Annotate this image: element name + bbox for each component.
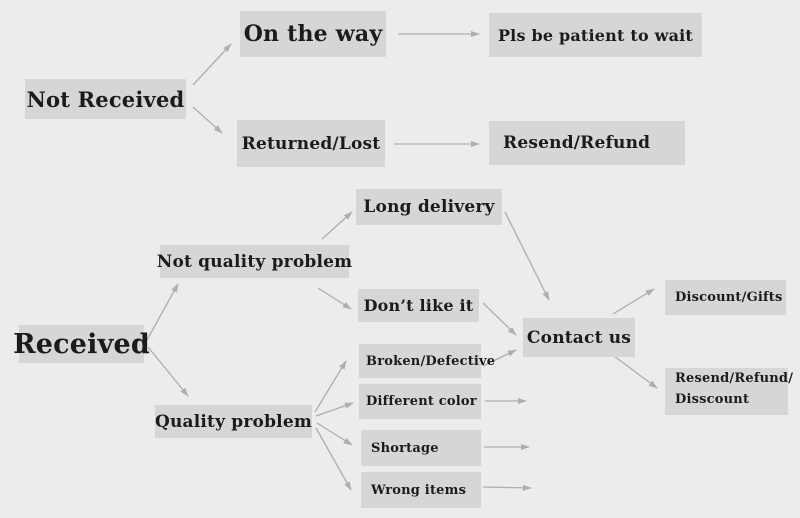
node-quality-problem: Quality problem — [155, 405, 312, 438]
node-contact-us: Contact us — [523, 318, 635, 357]
node-broken-defective: Broken/Defective — [359, 344, 495, 378]
arrow-received-to-not-quality-problem — [146, 283, 179, 341]
arrow-not-received-to-returned-lost — [192, 106, 223, 134]
arrow-broken-defective-to-contact-us — [482, 349, 517, 367]
arrow-quality-problem-to-shortage — [316, 422, 353, 446]
node-discount-gifts: Discount/Gifts — [665, 280, 786, 315]
arrow-contact-us-to-resend-refund-disscount — [613, 355, 658, 389]
node-not-quality-problem: Not quality problem — [157, 245, 352, 278]
node-received: Received — [13, 325, 150, 363]
arrow-not-quality-problem-to-long-delivery — [321, 211, 353, 240]
arrow-long-delivery-to-contact-us — [504, 211, 550, 301]
node-different-color: Different color — [359, 384, 481, 419]
arrow-quality-problem-to-different-color — [315, 402, 354, 417]
node-resend-refund-disscount-line2: Disscount — [675, 392, 750, 407]
node-wrong-items: Wrong items — [361, 472, 481, 508]
arrow-wrong-items-to-contact-us — [482, 484, 532, 491]
arrow-quality-problem-to-wrong-items — [315, 427, 352, 491]
node-long-delivery: Long delivery — [356, 189, 502, 225]
node-resend-refund: Resend/Refund — [489, 121, 685, 165]
arrow-received-to-quality-problem — [147, 346, 189, 397]
arrow-contact-us-to-discount-gifts — [612, 288, 655, 315]
node-on-the-way: On the way — [240, 11, 386, 57]
node-shortage: Shortage — [361, 430, 481, 466]
node-not-received: Not Received — [25, 79, 186, 119]
arrow-not-quality-problem-to-dont-like-it — [317, 287, 352, 310]
arrow-dont-like-it-to-contact-us — [482, 302, 517, 336]
arrow-not-received-to-on-the-way — [192, 43, 232, 86]
node-pls-be-patient: Pls be patient to wait — [489, 13, 702, 57]
node-dont-like-it: Don’t like it — [358, 289, 479, 322]
node-resend-refund-disscount-line1: Resend/Refund/ — [675, 371, 794, 386]
arrow-quality-problem-to-broken-defective — [314, 360, 347, 413]
node-resend-refund-disscount: Resend/Refund/ Disscount — [665, 368, 793, 415]
node-returned-lost: Returned/Lost — [237, 120, 385, 167]
